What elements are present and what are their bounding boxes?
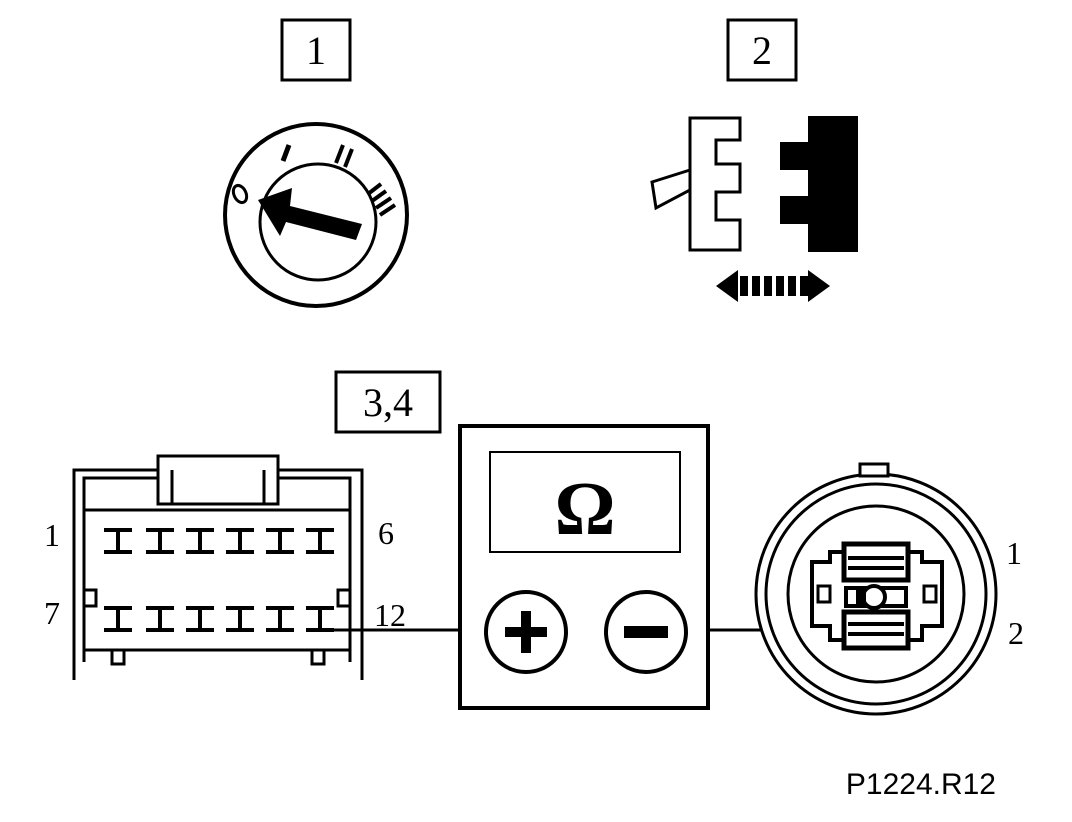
pin-label-1: 1 xyxy=(44,517,60,553)
step-1-label: 1 xyxy=(306,28,326,73)
connector-12-pin: 1 6 7 12 xyxy=(44,454,406,680)
connector-female-half xyxy=(688,116,742,252)
step-1-box xyxy=(280,18,352,82)
ignition-switch-icon xyxy=(223,122,409,308)
pin-label-b1: 1 xyxy=(1006,535,1022,571)
position-mark-III xyxy=(366,182,397,217)
step-2-label: 2 xyxy=(752,28,772,73)
connector-2-pin: 1 2 xyxy=(754,462,1024,716)
pin-row-bottom xyxy=(104,606,334,632)
pin-label-7: 7 xyxy=(44,595,60,631)
step-2-box xyxy=(726,18,798,82)
pin-label-6: 6 xyxy=(378,515,394,551)
step-3-box xyxy=(334,370,442,434)
connector-key-tab xyxy=(858,462,890,478)
negative-terminal xyxy=(604,590,688,674)
ohm-symbol: Ω xyxy=(555,467,616,551)
latch-lever-icon xyxy=(650,167,692,211)
step-3-group: 3,4 xyxy=(334,370,442,434)
connector-locking-tab xyxy=(156,454,280,506)
figure-code: P1224.R12 xyxy=(846,768,996,801)
double-arrow-icon xyxy=(716,270,830,302)
positive-terminal xyxy=(484,590,568,674)
pin-label-12: 12 xyxy=(374,597,406,633)
position-mark-II xyxy=(334,144,354,168)
connector-disconnect-icon xyxy=(650,116,858,302)
position-mark-0 xyxy=(231,183,249,205)
step-2-group: 2 xyxy=(726,18,798,82)
connector-male-half xyxy=(780,116,858,252)
step-1-group: 1 xyxy=(280,18,352,82)
terminal-2 xyxy=(841,609,911,651)
pin-label-b2: 2 xyxy=(1008,615,1024,651)
key-arrow-icon xyxy=(258,188,362,240)
pin-row-top xyxy=(104,528,334,554)
terminal-1 xyxy=(841,541,911,583)
multimeter: Ω xyxy=(458,424,710,710)
position-mark-I xyxy=(280,144,292,162)
step-3-label: 3,4 xyxy=(363,380,413,425)
multimeter-display xyxy=(489,451,681,553)
minus-icon xyxy=(624,626,668,638)
